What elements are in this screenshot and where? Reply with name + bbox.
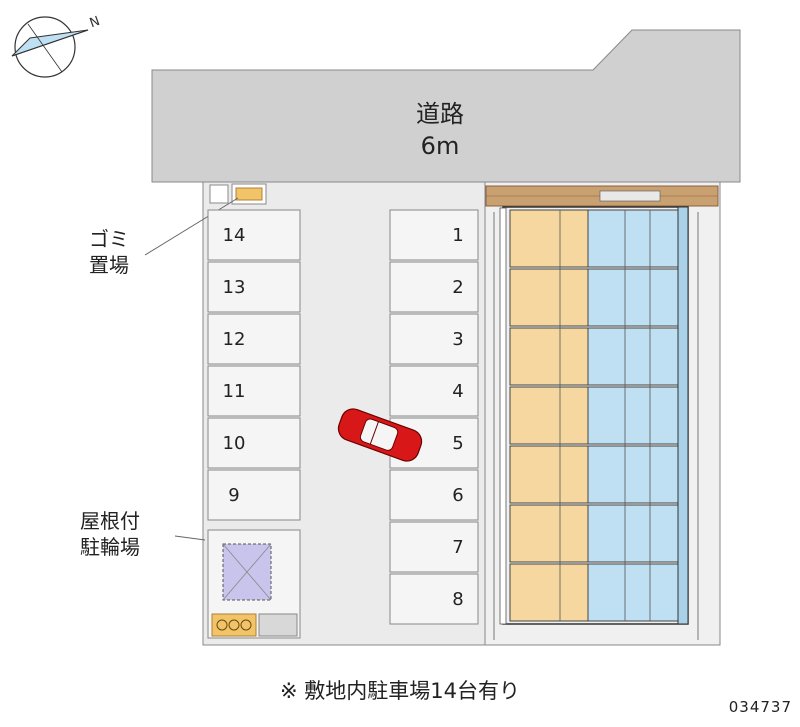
- garbage-label: ゴミ 置場: [78, 226, 140, 278]
- left-slots-graphic: [207, 209, 301, 521]
- parking-note: ※ 敷地内駐車場14台有り: [280, 679, 520, 703]
- garbage-bin: [235, 187, 263, 201]
- parking-slot-12: 12: [222, 329, 246, 350]
- parking-slot-4: 4: [452, 381, 464, 402]
- parking-slot-13: 13: [222, 277, 246, 298]
- parking-slot-5: 5: [452, 433, 464, 454]
- parking-slot-7: 7: [452, 537, 464, 558]
- parking-slot-3: 3: [452, 329, 464, 350]
- garbage-leader-line: [144, 197, 239, 256]
- parking-slot-1: 1: [452, 225, 464, 246]
- road-name: 道路: [416, 100, 464, 128]
- road-width: 6m: [420, 132, 460, 160]
- bike-rack: [211, 613, 257, 637]
- building-units: [493, 206, 699, 640]
- bike-parking-label: 屋根付 駐輪場: [60, 508, 160, 560]
- parking-slot-14: 14: [222, 225, 246, 246]
- road-label: 道路 6m: [395, 98, 485, 162]
- compass-icon: [11, 16, 89, 78]
- parking-slot-6: 6: [452, 485, 464, 506]
- bike-parking-label-line1: 屋根付: [80, 509, 140, 533]
- parking-slot-10: 10: [222, 433, 246, 454]
- garbage-label-line2: 置場: [89, 253, 129, 277]
- garbage-box-small: [209, 184, 229, 204]
- parking-slot-9: 9: [228, 485, 240, 506]
- bike-parking-label-line2: 駐輪場: [80, 535, 140, 559]
- property-code: 034737: [728, 698, 792, 716]
- parking-slot-2: 2: [452, 277, 464, 298]
- road-area: [151, 29, 741, 183]
- bike-leader-line: [174, 535, 206, 541]
- parking-slot-11: 11: [222, 381, 246, 402]
- car-icon: [337, 408, 423, 462]
- garbage-label-line1: ゴミ: [89, 227, 129, 251]
- parking-slot-8: 8: [452, 589, 464, 610]
